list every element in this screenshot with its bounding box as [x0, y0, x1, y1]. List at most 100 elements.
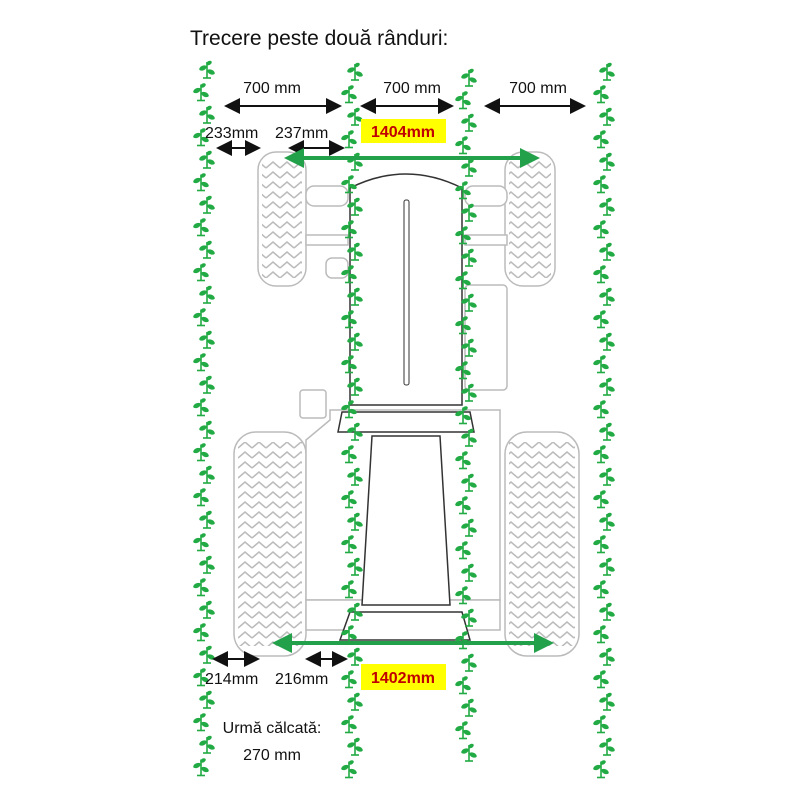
plant-icon	[341, 85, 357, 104]
plant-icon	[193, 308, 209, 327]
plant-icon	[593, 715, 609, 734]
footprint-value: 270 mm	[243, 747, 301, 764]
row-spacing-label: 700 mm	[509, 80, 567, 97]
plant-icon	[341, 220, 357, 239]
plant-icon	[341, 355, 357, 374]
plant-icon	[347, 467, 363, 486]
plant-icon	[455, 451, 471, 470]
plant-icon	[593, 580, 609, 599]
plant-icon	[341, 265, 357, 284]
plant-icon	[347, 422, 363, 441]
plant-icon	[199, 150, 215, 169]
plant-icon	[199, 420, 215, 439]
plant-icon	[461, 248, 477, 267]
plant-icon	[461, 338, 477, 357]
row-spacing-label: 700 mm	[383, 80, 441, 97]
plant-icon	[599, 602, 615, 621]
plant-icon	[193, 533, 209, 552]
plant-icon	[593, 445, 609, 464]
plant-icon	[199, 240, 215, 259]
plant-icon	[593, 220, 609, 239]
rear-axle-dimensions: 214mm 216mm 1402mm	[205, 633, 554, 690]
front-gap-left-label: 233mm	[205, 125, 258, 142]
plant-icon	[193, 578, 209, 597]
front-track-highlight	[361, 119, 446, 143]
rear-left-wheel	[233, 431, 307, 657]
plant-icon	[461, 203, 477, 222]
plant-icon	[199, 600, 215, 619]
plant-icon	[341, 445, 357, 464]
front-right-wheel	[504, 151, 556, 287]
plant-icon	[599, 647, 615, 666]
plant-icon	[199, 375, 215, 394]
rear-track-label: 1402mm	[371, 670, 435, 687]
plant-icon	[593, 760, 609, 779]
plant-icon	[347, 377, 363, 396]
plant-icon	[193, 128, 209, 147]
plant-icon	[193, 398, 209, 417]
plant-icon	[347, 512, 363, 531]
plant-icon	[461, 563, 477, 582]
plant-icon	[599, 422, 615, 441]
plant-icon	[455, 226, 471, 245]
plant-icon	[461, 68, 477, 87]
row-spacing-dimensions: 700 mm 700 mm 700 mm	[224, 80, 586, 114]
plant-icon	[461, 653, 477, 672]
plant-icon	[347, 107, 363, 126]
tractor-illustration	[233, 151, 580, 657]
plant-icon	[347, 197, 363, 216]
plant-icon	[193, 353, 209, 372]
plant-icon	[193, 263, 209, 282]
plant-icon	[593, 625, 609, 644]
plant-icon	[593, 310, 609, 329]
plant-icon	[593, 85, 609, 104]
plant-icon	[599, 467, 615, 486]
plant-icon	[347, 692, 363, 711]
plant-icon	[593, 130, 609, 149]
plant-icon	[341, 715, 357, 734]
row-spacing-label: 700 mm	[243, 80, 301, 97]
plant-icon	[461, 743, 477, 762]
plant-icon	[193, 218, 209, 237]
plant-icon	[461, 473, 477, 492]
plant-icon	[193, 443, 209, 462]
plant-icon	[193, 623, 209, 642]
plant-icon	[455, 406, 471, 425]
plant-icon	[461, 698, 477, 717]
plant-icon	[455, 181, 471, 200]
plant-icon	[599, 512, 615, 531]
plant-icon	[199, 690, 215, 709]
front-left-wheel	[257, 151, 307, 287]
plant-icon	[199, 60, 215, 79]
plant-icon	[455, 721, 471, 740]
plant-icon	[461, 158, 477, 177]
plant-icon	[347, 737, 363, 756]
plant-icon	[593, 400, 609, 419]
rear-gap-right-label: 216mm	[275, 671, 328, 688]
plant-icon	[347, 287, 363, 306]
plant-icon	[599, 242, 615, 261]
plant-icon	[193, 713, 209, 732]
plant-icon	[347, 647, 363, 666]
plant-icon	[593, 535, 609, 554]
plant-icon	[599, 62, 615, 81]
plant-icon	[347, 62, 363, 81]
plant-icon	[599, 197, 615, 216]
plant-icon	[347, 602, 363, 621]
plant-icon	[341, 175, 357, 194]
rear-gap-left-label: 214mm	[205, 671, 258, 688]
plant-icon	[199, 510, 215, 529]
plant-icon	[599, 332, 615, 351]
plant-icon	[599, 107, 615, 126]
plant-icon	[347, 242, 363, 261]
plant-icon	[461, 293, 477, 312]
plant-icon	[593, 670, 609, 689]
plant-icon	[193, 668, 209, 687]
plant-icon	[347, 152, 363, 171]
plant-icon	[599, 152, 615, 171]
plant-icon	[199, 645, 215, 664]
plant-icon	[193, 173, 209, 192]
front-axle-dimensions: 233mm 237mm 1404mm	[205, 119, 540, 168]
plant-icon	[199, 195, 215, 214]
plant-icon	[455, 91, 471, 110]
